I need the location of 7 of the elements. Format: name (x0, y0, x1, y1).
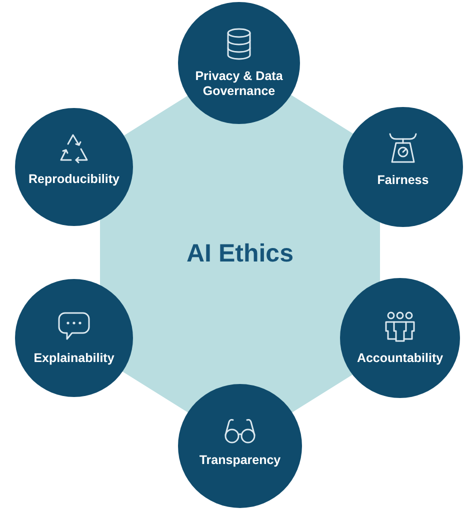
topic-label: Explainability (34, 350, 114, 366)
topic-label: Transparency (199, 452, 281, 468)
topic-label: Accountability (356, 350, 444, 366)
topic-label: Privacy & Data Governance (194, 69, 284, 99)
center-title: AI Ethics (186, 240, 294, 268)
topic-label: Reproducibility (28, 172, 120, 186)
topic-label: Fairness (377, 172, 429, 188)
